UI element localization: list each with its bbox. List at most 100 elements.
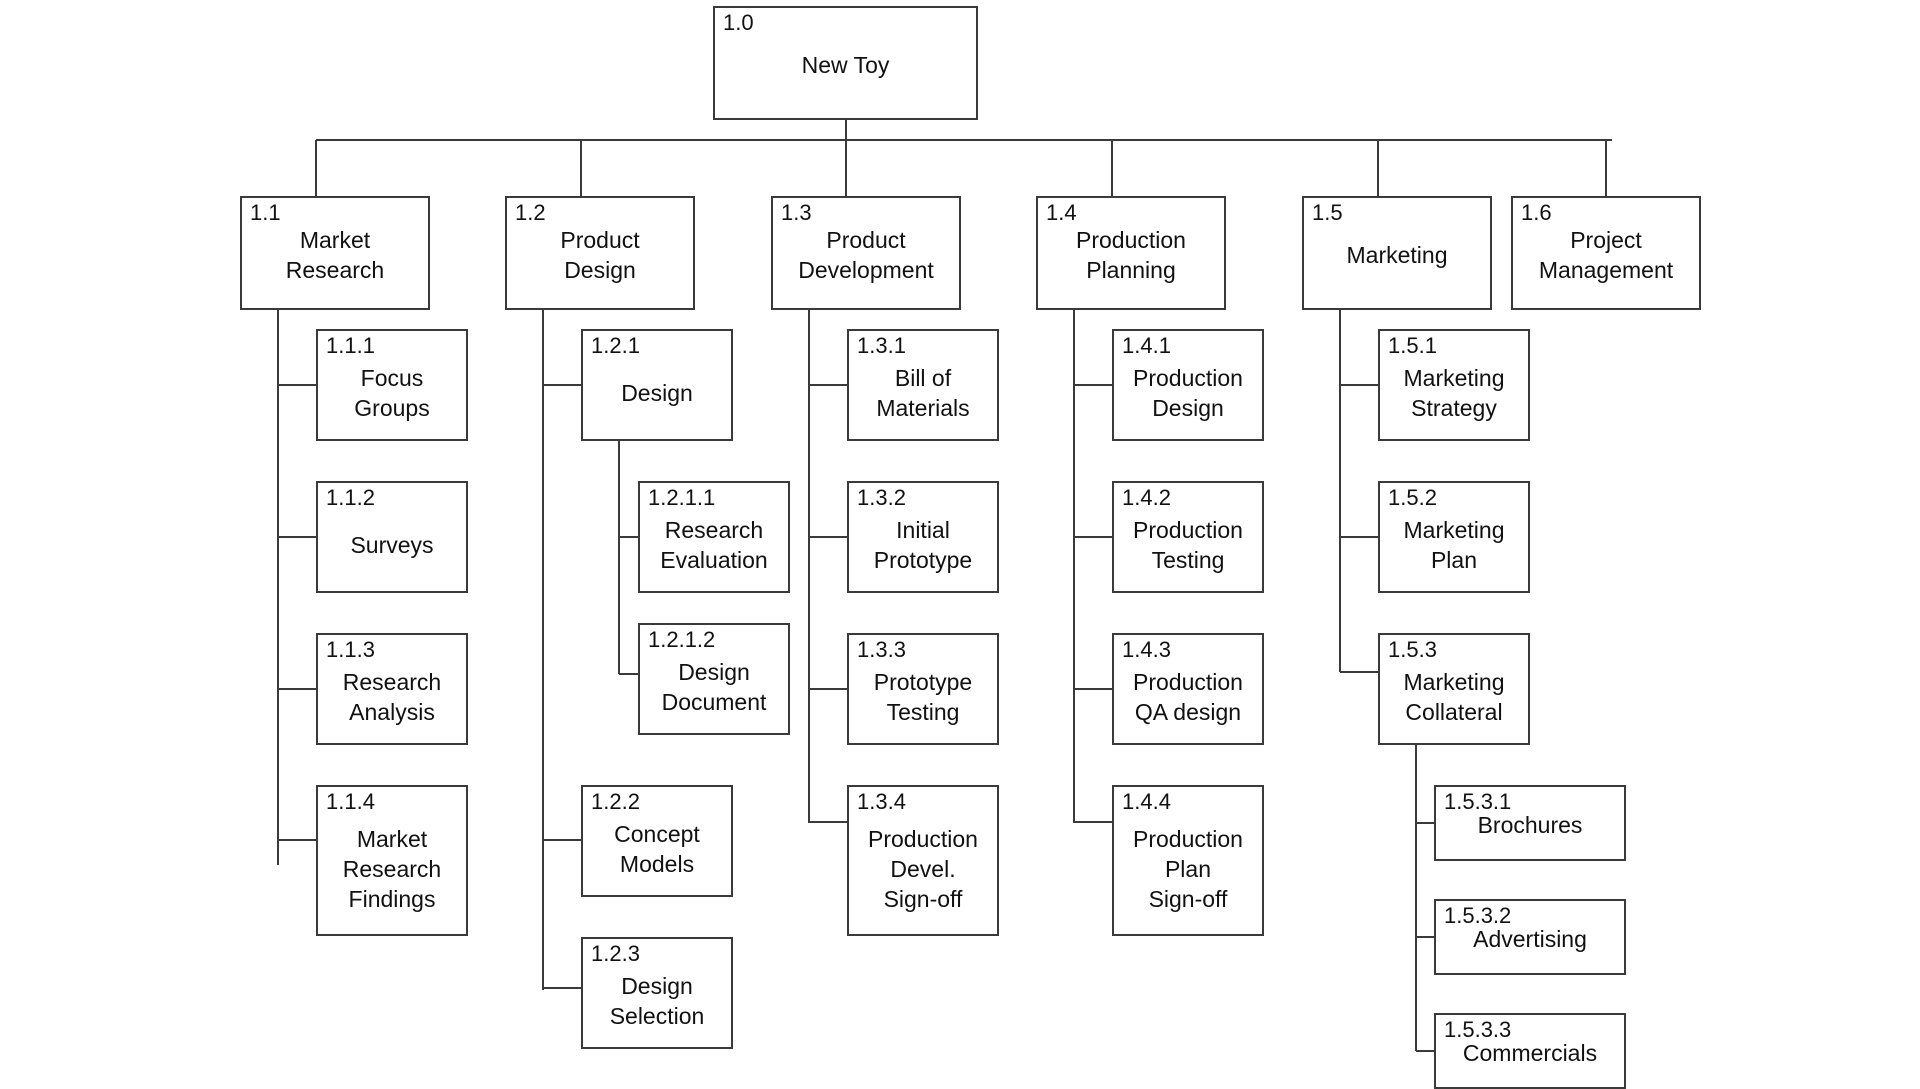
- connector-line: [278, 839, 316, 841]
- connector-line: [809, 821, 847, 823]
- wbs-node-label: Production Devel. Sign-off: [868, 826, 978, 912]
- connector-line: [1111, 140, 1113, 196]
- connector-line: [1073, 310, 1075, 823]
- wbs-node-label: Marketing Plan: [1403, 517, 1505, 573]
- wbs-node-id: 1.3.4: [857, 789, 906, 814]
- connector-line: [1340, 536, 1378, 538]
- connector-line: [809, 688, 847, 690]
- wbs-node-label: Bill of Materials: [876, 365, 970, 421]
- wbs-node-label: Prototype Testing: [873, 669, 973, 725]
- wbs-node-id: 1.1.2: [326, 485, 375, 510]
- wbs-node-label: Brochures: [1477, 812, 1583, 838]
- connector-line: [1339, 310, 1341, 672]
- wbs-node-label: Advertising: [1473, 926, 1587, 952]
- wbs-node-id: 1.6: [1521, 200, 1552, 225]
- connector-line: [316, 139, 1612, 141]
- connector-line: [1074, 536, 1112, 538]
- wbs-node-label: Commercials: [1462, 1040, 1598, 1066]
- wbs-node-label: Research Analysis: [342, 669, 442, 725]
- wbs-node-id: 1.3.3: [857, 637, 906, 662]
- connector-line: [619, 673, 638, 675]
- connector-line: [542, 310, 544, 990]
- wbs-node-label: Production Design: [1133, 365, 1243, 421]
- connector-line: [1416, 822, 1434, 824]
- connector-line: [618, 441, 620, 674]
- connector-line: [1074, 688, 1112, 690]
- wbs-node-id: 1.4: [1046, 200, 1077, 225]
- wbs-node-label: Research Evaluation: [660, 517, 768, 573]
- wbs-node-label: Production Planning: [1076, 227, 1186, 283]
- wbs-node-id: 1.5: [1312, 200, 1343, 225]
- connector-line: [1605, 140, 1607, 196]
- wbs-node-id: 1.5.2: [1388, 485, 1437, 510]
- connector-line: [278, 688, 316, 690]
- connector-line: [1416, 1050, 1434, 1052]
- connector-line: [1415, 745, 1417, 1051]
- wbs-node-label: Marketing Strategy: [1403, 365, 1505, 421]
- connector-line: [619, 536, 638, 538]
- wbs-node-id: 1.0: [723, 10, 754, 35]
- wbs-node-id: 1.5.3: [1388, 637, 1437, 662]
- wbs-node-id: 1.5.3.2: [1444, 903, 1512, 928]
- connector-line: [315, 140, 317, 196]
- connector-line: [580, 140, 582, 196]
- wbs-node-id: 1.2.2: [591, 789, 640, 814]
- connector-line: [1340, 384, 1378, 386]
- wbs-node-label: Production Testing: [1133, 517, 1243, 573]
- connector-line: [543, 839, 581, 841]
- connector-line: [543, 384, 581, 386]
- connector-line: [1340, 671, 1378, 673]
- wbs-node-id: 1.1: [250, 200, 281, 225]
- wbs-node-label: Product Development: [798, 227, 934, 283]
- connector-line: [809, 536, 847, 538]
- wbs-node-id: 1.4.3: [1122, 637, 1171, 662]
- connector-line: [277, 310, 279, 865]
- wbs-node-id: 1.5.1: [1388, 333, 1437, 358]
- wbs-node-label: Surveys: [350, 532, 434, 558]
- wbs-node-label: Concept Models: [614, 821, 700, 877]
- wbs-node-label: Production QA design: [1133, 669, 1243, 725]
- wbs-node-label: Marketing: [1346, 242, 1448, 268]
- wbs-node-label: Product Design: [560, 227, 640, 283]
- wbs-node-id: 1.4.4: [1122, 789, 1171, 814]
- wbs-node-id: 1.1.4: [326, 789, 375, 814]
- wbs-node-label: Design: [621, 380, 693, 406]
- wbs-node-id: 1.5.3.3: [1444, 1017, 1512, 1042]
- wbs-node-id: 1.2: [515, 200, 546, 225]
- connector-line: [1074, 821, 1112, 823]
- wbs-node-id: 1.2.3: [591, 941, 640, 966]
- connector-line: [845, 120, 847, 140]
- wbs-node-id: 1.5.3.1: [1444, 789, 1512, 814]
- wbs-node-label: Marketing Collateral: [1403, 669, 1505, 725]
- connector-line: [1074, 384, 1112, 386]
- wbs-node-label: Focus Groups: [354, 365, 430, 421]
- wbs-node-label: Initial Prototype: [873, 517, 973, 573]
- wbs-node-id: 1.2.1.1: [648, 485, 716, 510]
